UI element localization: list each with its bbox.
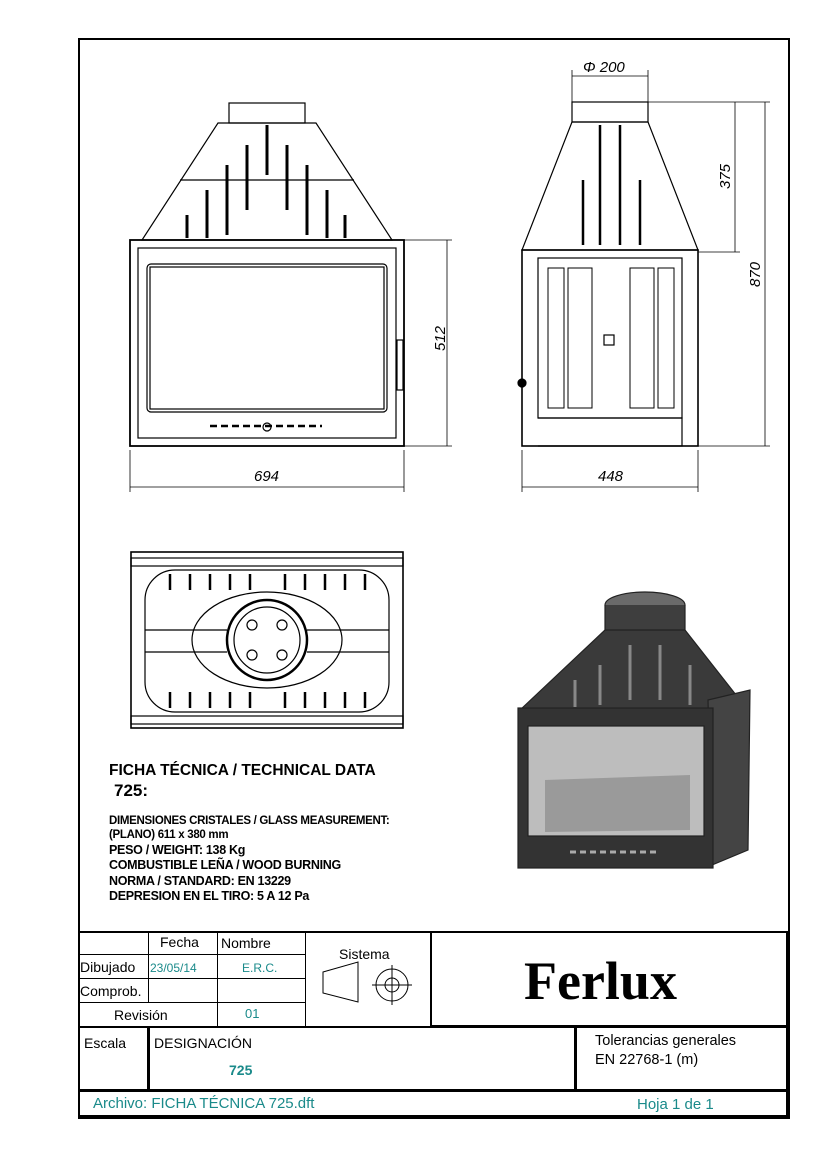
spec-title: FICHA TÉCNICA / TECHNICAL DATA: [109, 762, 376, 779]
spec-line: (PLANO) 611 x 380 mm: [109, 829, 229, 841]
spec-line: COMBUSTIBLE LEÑA / WOOD BURNING: [109, 858, 341, 872]
tolerancias-line1: Tolerancias generales: [595, 1033, 737, 1049]
dibujado-nombre: E.R.C.: [242, 961, 278, 975]
sheet-number: Hoja 1 de 1: [637, 1096, 714, 1113]
dim-total-height: 870: [747, 261, 765, 288]
spec-model: 725:: [114, 781, 149, 800]
revision-label: Revisión: [114, 1007, 168, 1023]
dim-front-width: 694: [254, 468, 280, 485]
fecha-label: Fecha: [160, 934, 199, 950]
sistema-label: Sistema: [339, 946, 390, 962]
designacion-value: 725: [229, 1062, 253, 1078]
dim-flue-diameter: Φ 200: [583, 59, 625, 76]
spec-line: NORMA / STANDARD: EN 13229: [109, 874, 291, 888]
designacion-label: DESIGNACIÓN: [154, 1035, 253, 1051]
dim-hood-height: 375: [717, 163, 735, 190]
side-view-drawing: [517, 101, 699, 447]
top-view-drawing: [130, 551, 404, 729]
projection-system-symbol: [322, 961, 412, 1005]
archivo-filename: Archivo: FICHA TÉCNICA 725.dft: [93, 1095, 315, 1112]
nombre-label: Nombre: [221, 935, 271, 951]
front-dimensions: [129, 239, 452, 492]
spec-line: PESO / WEIGHT: 138 Kg: [109, 843, 246, 857]
drawing-frame: [78, 38, 790, 1119]
spec-line: DEPRESION EN EL TIRO: 5 A 12 Pa: [109, 889, 310, 903]
dibujado-label: Dibujado: [80, 959, 136, 975]
dim-side-width: 448: [598, 468, 624, 485]
dibujado-fecha: 23/05/14: [150, 961, 197, 975]
revision-value: 01: [245, 1006, 260, 1021]
dim-front-height: 512: [432, 325, 450, 352]
brand-logo: Ferlux: [524, 951, 677, 1011]
fireplace-3d-render: [517, 591, 751, 869]
side-dimensions: [521, 70, 770, 492]
escala-label: Escala: [84, 1035, 127, 1051]
front-view-drawing: [129, 102, 405, 447]
comprob-label: Comprob.: [80, 983, 142, 999]
spec-line: DIMENSIONES CRISTALES / GLASS MEASUREMEN…: [109, 815, 390, 827]
tolerancias-line2: EN 22768-1 (m): [595, 1052, 699, 1068]
